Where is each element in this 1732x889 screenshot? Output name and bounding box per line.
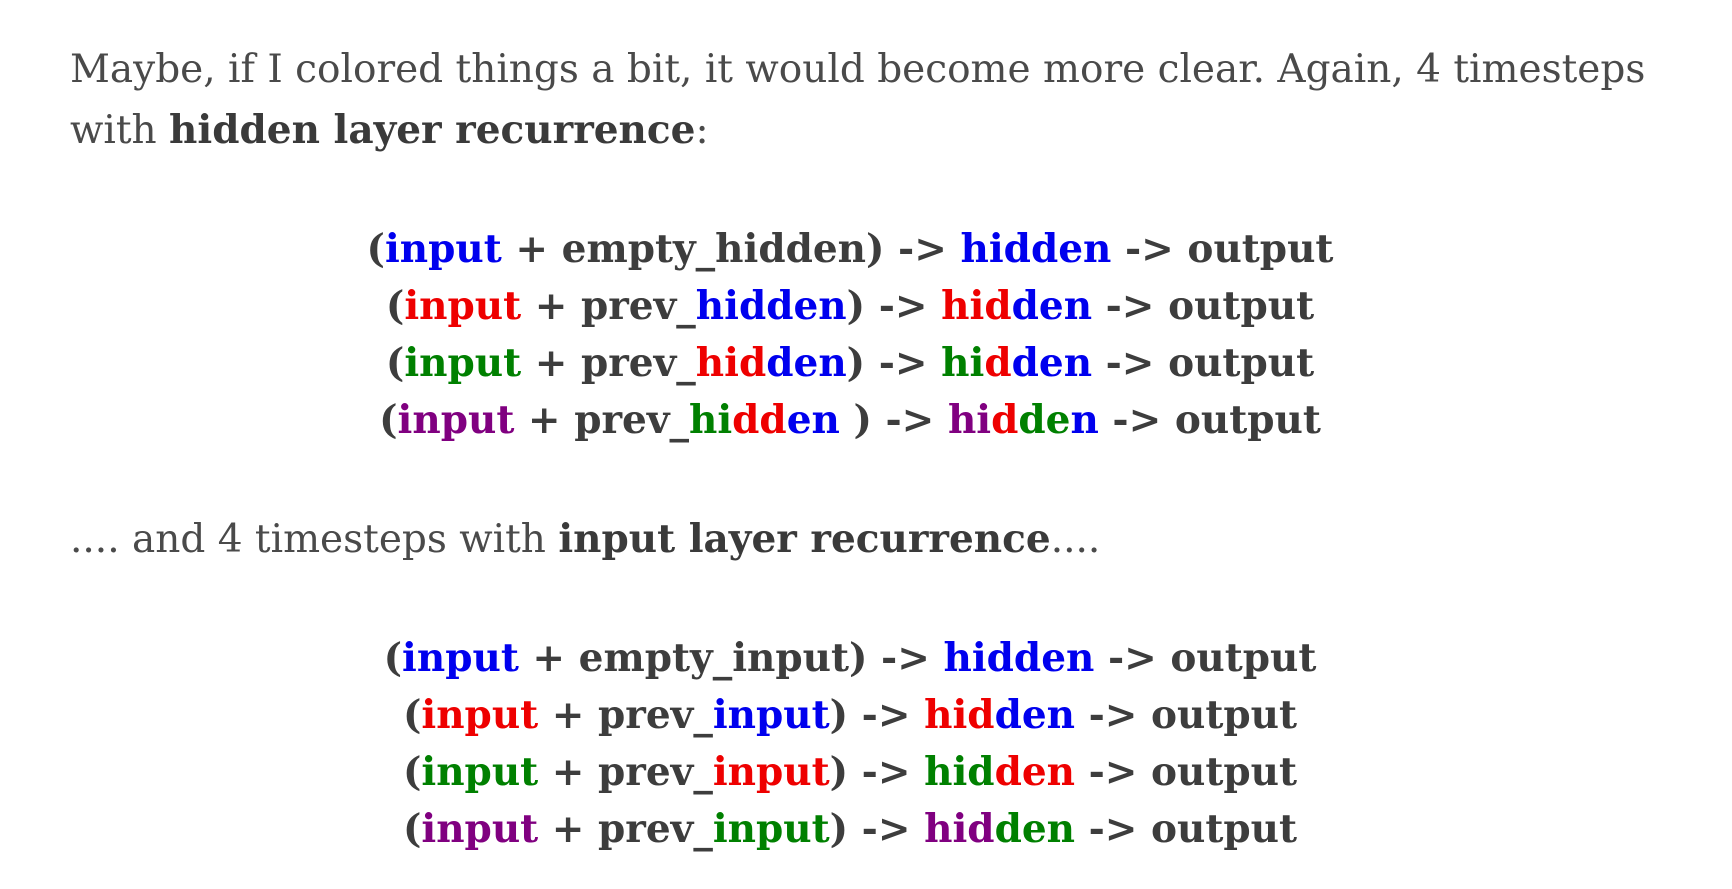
formula-colored-segment: n <box>1070 397 1099 443</box>
formula-colored-segment: input <box>712 749 830 795</box>
formula-segment: ) -> <box>846 340 942 386</box>
formula-colored-segment: en <box>786 397 840 443</box>
formula-line: (input + prev_input) -> hidden -> output <box>70 687 1630 744</box>
middle-paragraph: .... and 4 timesteps with input layer re… <box>70 509 1680 570</box>
formula-colored-segment: input <box>421 749 539 795</box>
formula-segment: -> output <box>1092 283 1315 329</box>
formula-segment: + empty_hidden) -> <box>501 226 961 272</box>
formula-segment: ) -> <box>839 397 948 443</box>
formula-segment: ( <box>402 749 422 795</box>
formula-line: (input + prev_hidden) -> hidden -> outpu… <box>70 335 1630 392</box>
formula-colored-segment: hid <box>924 806 995 852</box>
formula-colored-segment: den <box>1011 283 1093 329</box>
formula-colored-segment: hi <box>688 397 733 443</box>
formula-colored-segment: hi <box>947 397 992 443</box>
formula-colored-segment: input <box>421 806 539 852</box>
formula-segment: + empty_input) -> <box>518 635 944 681</box>
formula-colored-segment: hid <box>924 749 995 795</box>
middle-text: .... and 4 timesteps with <box>70 517 559 562</box>
formula-colored-segment: den <box>994 749 1076 795</box>
formula-colored-segment: dd <box>732 397 787 443</box>
formula-colored-segment: d <box>984 340 1012 386</box>
formula-colored-segment: den <box>766 340 847 386</box>
formula-colored-segment: hid <box>941 283 1012 329</box>
formula-segment: + prev_ <box>521 340 696 386</box>
article-content: Maybe, if I colored things a bit, it wou… <box>70 40 1680 858</box>
formula-segment: ) -> <box>829 806 925 852</box>
formula-colored-segment: d <box>991 397 1019 443</box>
formula-colored-segment: hidden <box>943 635 1095 681</box>
formula-segment: ( <box>366 226 385 272</box>
formula-line: (input + prev_input) -> hidden -> output <box>70 744 1630 801</box>
formula-colored-segment: hid <box>695 340 767 386</box>
formula-segment: + prev_ <box>514 397 689 443</box>
formula-segment: + prev_ <box>521 283 696 329</box>
middle-ellipsis: .... <box>1050 517 1101 562</box>
intro-paragraph: Maybe, if I colored things a bit, it wou… <box>70 40 1680 161</box>
formula-segment: ( <box>385 283 405 329</box>
formula-line: (input + empty_input) -> hidden -> outpu… <box>70 630 1630 687</box>
middle-bold-term: input layer recurrence <box>558 516 1051 562</box>
formula-colored-segment: de <box>1018 397 1071 443</box>
formula-segment: -> output <box>1075 806 1298 852</box>
formula-colored-segment: input <box>397 397 515 443</box>
formula-colored-segment: hi <box>941 340 985 386</box>
formula-colored-segment: input <box>404 340 522 386</box>
formula-segment: + prev_ <box>538 806 713 852</box>
intro-text: Maybe, if I colored things a bit, it wou… <box>70 47 1646 153</box>
formula-segment: ( <box>385 340 405 386</box>
formula-colored-segment: den <box>1011 340 1093 386</box>
formula-colored-segment: den <box>994 692 1076 738</box>
formula-segment: + prev_ <box>538 749 713 795</box>
hidden-recurrence-formulas: (input + empty_hidden) -> hidden -> outp… <box>70 221 1630 449</box>
formula-segment: + prev_ <box>538 692 713 738</box>
formula-segment: ( <box>402 692 422 738</box>
formula-line: (input + prev_hidden ) -> hidden -> outp… <box>70 392 1630 449</box>
formula-colored-segment: hidden <box>695 283 847 329</box>
formula-segment: -> output <box>1098 397 1321 443</box>
formula-line: (input + prev_input) -> hidden -> output <box>70 801 1630 858</box>
formula-segment: ) -> <box>846 283 942 329</box>
formula-colored-segment: input <box>712 692 830 738</box>
formula-line: (input + empty_hidden) -> hidden -> outp… <box>70 221 1630 278</box>
formula-segment: ( <box>402 806 422 852</box>
formula-segment: -> output <box>1092 340 1315 386</box>
formula-segment: ) -> <box>829 692 925 738</box>
formula-segment: ) -> <box>829 749 925 795</box>
formula-colored-segment: hidden <box>960 226 1112 272</box>
formula-colored-segment: den <box>994 806 1076 852</box>
formula-colored-segment: input <box>384 226 502 272</box>
formula-segment: -> output <box>1111 226 1334 272</box>
formula-segment: -> output <box>1094 635 1317 681</box>
formula-colored-segment: input <box>712 806 830 852</box>
formula-colored-segment: input <box>421 692 539 738</box>
formula-colored-segment: input <box>404 283 522 329</box>
intro-bold-term: hidden layer recurrence <box>169 107 696 153</box>
formula-colored-segment: hid <box>924 692 995 738</box>
formula-segment: ( <box>379 397 398 443</box>
formula-segment: -> output <box>1075 749 1298 795</box>
formula-segment: -> output <box>1075 692 1298 738</box>
input-recurrence-formulas: (input + empty_input) -> hidden -> outpu… <box>70 630 1630 858</box>
formula-colored-segment: input <box>402 635 519 681</box>
formula-line: (input + prev_hidden) -> hidden -> outpu… <box>70 278 1630 335</box>
intro-colon: : <box>695 108 709 153</box>
formula-segment: ( <box>383 635 403 681</box>
